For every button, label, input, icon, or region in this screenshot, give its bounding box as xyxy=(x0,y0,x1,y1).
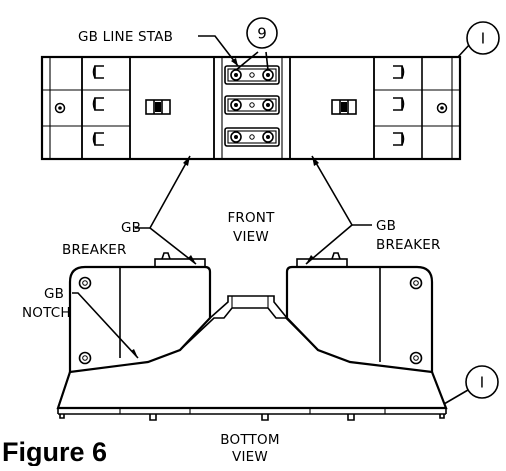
label-gb-breaker-right-1: GB xyxy=(376,218,396,234)
item-balloon-9: 9 xyxy=(246,17,278,49)
right-breaker xyxy=(289,56,423,160)
left-breaker-bottom xyxy=(68,252,212,374)
breaker-handle-icon xyxy=(331,99,357,115)
left-breaker xyxy=(81,56,215,160)
item-balloon-1-bottom: I xyxy=(465,365,499,399)
label-gb-notch-2: NOTCH xyxy=(22,305,71,321)
balloon-1-top-text: I xyxy=(481,30,485,48)
left-end-cap xyxy=(42,57,83,159)
terminal-slot-icon xyxy=(94,65,104,146)
item-balloon-1-top: I xyxy=(466,21,500,55)
balloon-9-text: 9 xyxy=(257,25,267,43)
bottom-view-assembly xyxy=(56,252,448,421)
line-stab xyxy=(213,56,291,160)
label-gb-breaker-left-1: GB xyxy=(121,220,141,236)
label-bottom-view-2: VIEW xyxy=(232,449,268,465)
label-gb-notch-1: GB xyxy=(44,286,64,302)
label-gb-breaker-right-2: BREAKER xyxy=(376,237,441,253)
label-gb-line-stab: GB LINE STAB xyxy=(78,29,173,45)
figure-caption: Figure 6 xyxy=(2,437,107,466)
right-end-cap xyxy=(422,57,460,159)
label-gb-breaker-left-2: BREAKER xyxy=(62,242,127,258)
stab-screw-icon xyxy=(230,69,274,143)
leader-lines xyxy=(72,35,471,405)
base-plate xyxy=(56,361,448,421)
label-front-view-1: FRONT xyxy=(227,210,275,226)
label-bottom-view-1: BOTTOM xyxy=(220,432,279,448)
breaker-handle-icon xyxy=(145,99,171,115)
balloon-1-bottom-text: I xyxy=(480,374,484,392)
panel-outline xyxy=(40,55,462,161)
front-view-assembly xyxy=(40,55,462,161)
label-front-view-2: VIEW xyxy=(233,229,269,245)
terminal-slot-icon xyxy=(393,65,403,146)
right-breaker-bottom xyxy=(285,252,434,374)
center-bridge xyxy=(179,295,319,351)
